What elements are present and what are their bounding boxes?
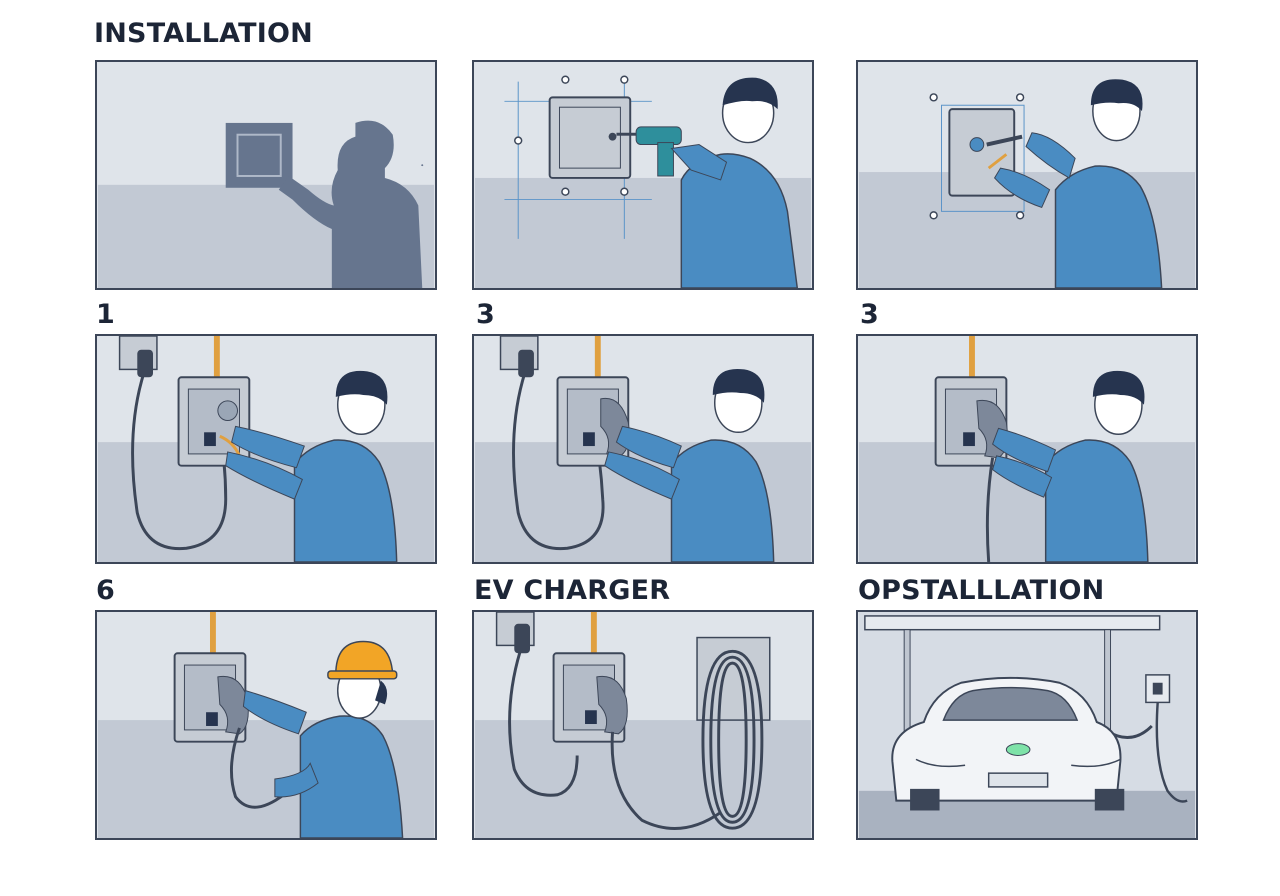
charger-unit-icon — [474, 336, 812, 562]
step-label: 3 — [860, 299, 879, 330]
panel-technician — [95, 610, 437, 840]
mounting-plate-icon — [97, 62, 435, 288]
panel-mount-plate — [95, 60, 437, 290]
page-title: INSTALLATION — [94, 18, 313, 49]
charger-unit-icon — [858, 336, 1196, 562]
screwdriver-icon — [858, 62, 1196, 288]
carport-icon — [864, 615, 1161, 796]
step-label: 1 — [96, 299, 115, 330]
drill-icon — [474, 62, 812, 288]
step-label: OPSTALLLATION — [858, 575, 1105, 606]
charger-unit-icon — [97, 336, 435, 562]
panel-fasten — [856, 60, 1198, 290]
step-label: 3 — [476, 299, 495, 330]
panel-connect — [472, 334, 814, 564]
cable-coil-icon — [474, 612, 812, 838]
panel-wiring — [95, 334, 437, 564]
step-label: 6 — [96, 575, 115, 606]
step-label: EV CHARGER — [474, 575, 671, 606]
panel-car-charging — [856, 610, 1198, 840]
car-icon — [858, 612, 1196, 838]
panel-cable-coil — [472, 610, 814, 840]
hard-hat-icon — [97, 612, 435, 838]
panel-drill — [472, 60, 814, 290]
panel-plug-test — [856, 334, 1198, 564]
